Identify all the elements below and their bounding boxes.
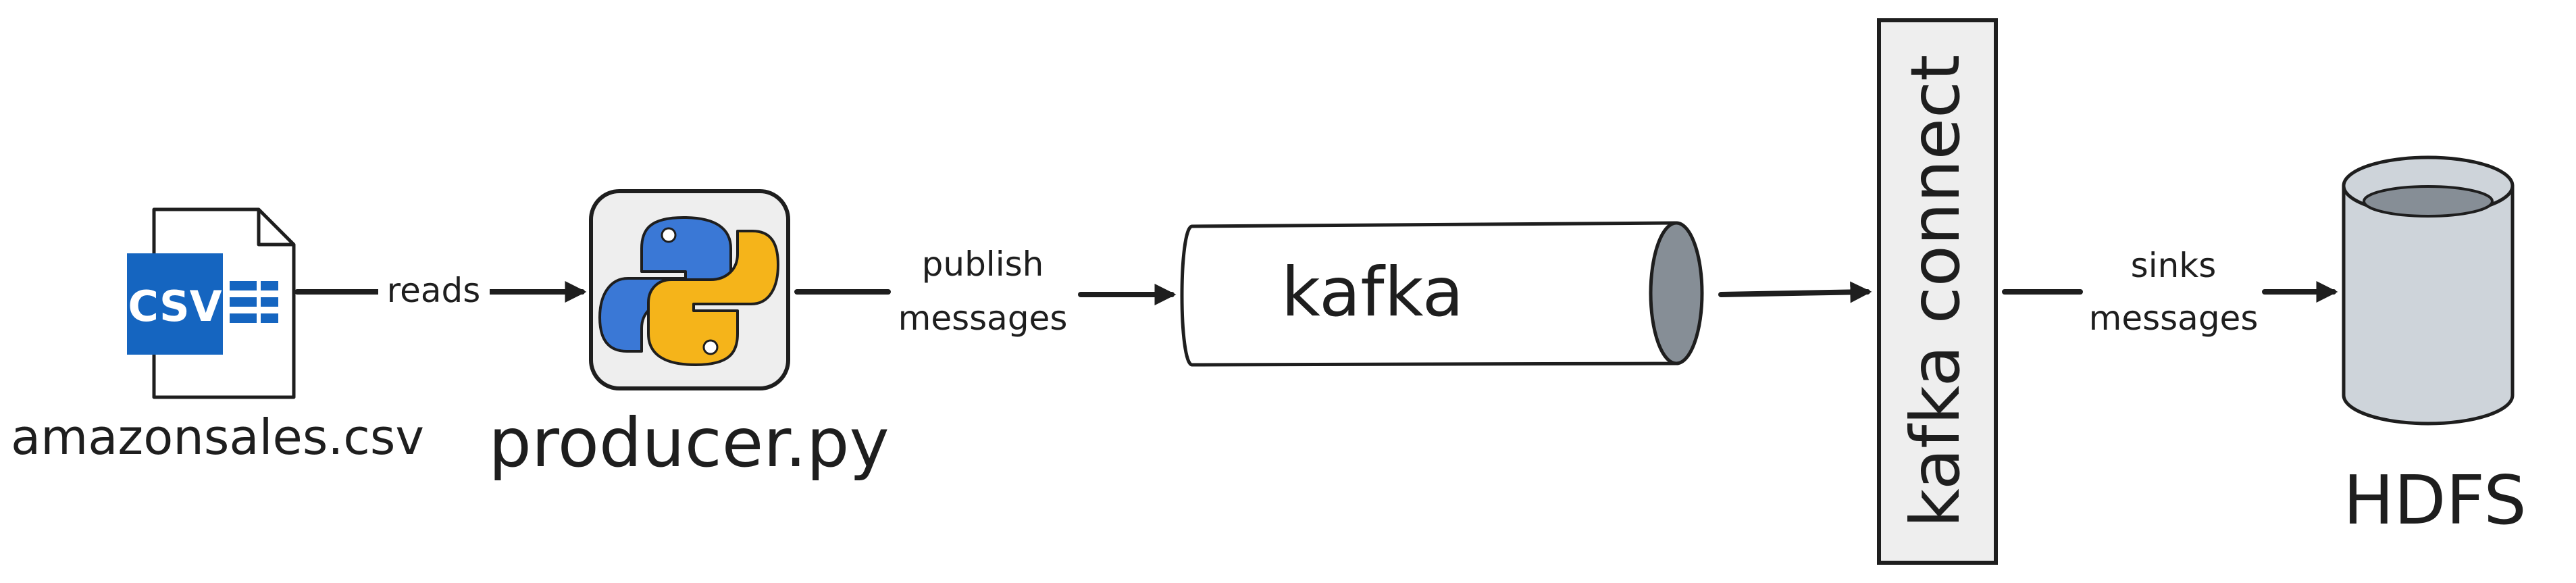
- spreadsheet-grid-icon: [230, 281, 278, 323]
- kafka-pipe-body: [1180, 221, 1680, 367]
- producer-node: producer.py: [488, 189, 890, 482]
- hdfs-label: HDFS: [2343, 461, 2526, 540]
- kafka-connect-box: [1877, 18, 1998, 565]
- edge-kafka-to-connect: [1718, 281, 1872, 303]
- database-cylinder-icon: [2342, 155, 2515, 426]
- kafka-connect-label: kafka connect: [1896, 55, 1975, 528]
- hdfs-node: HDFS: [2342, 155, 2527, 540]
- csv-file-node: CSV amazonsales.csv: [11, 207, 424, 465]
- edge-publish-messages: publish messages: [794, 245, 1177, 338]
- producer-label: producer.py: [488, 403, 889, 482]
- edge-label-sinks-messages: messages: [2089, 299, 2259, 338]
- python-logo-icon: [598, 216, 779, 366]
- edge-sinks-messages: sinks messages: [2002, 246, 2338, 338]
- edge-label-publish: publish: [922, 245, 1044, 284]
- kafka-connect-node: kafka connect: [1877, 18, 1998, 565]
- csv-badge-text: CSV: [128, 282, 222, 331]
- edge-label-reads: reads: [387, 271, 481, 310]
- kafka-pipe-cap: [1649, 221, 1704, 365]
- kafka-node: kafka: [1180, 221, 1704, 367]
- csv-badge: [127, 253, 223, 355]
- kafka-label: kafka: [1281, 253, 1464, 332]
- edge-label-sinks: sinks: [2131, 246, 2217, 285]
- edge-label-messages: messages: [898, 299, 1068, 338]
- edge-reads: reads: [294, 270, 587, 311]
- csv-file-label: amazonsales.csv: [11, 409, 424, 465]
